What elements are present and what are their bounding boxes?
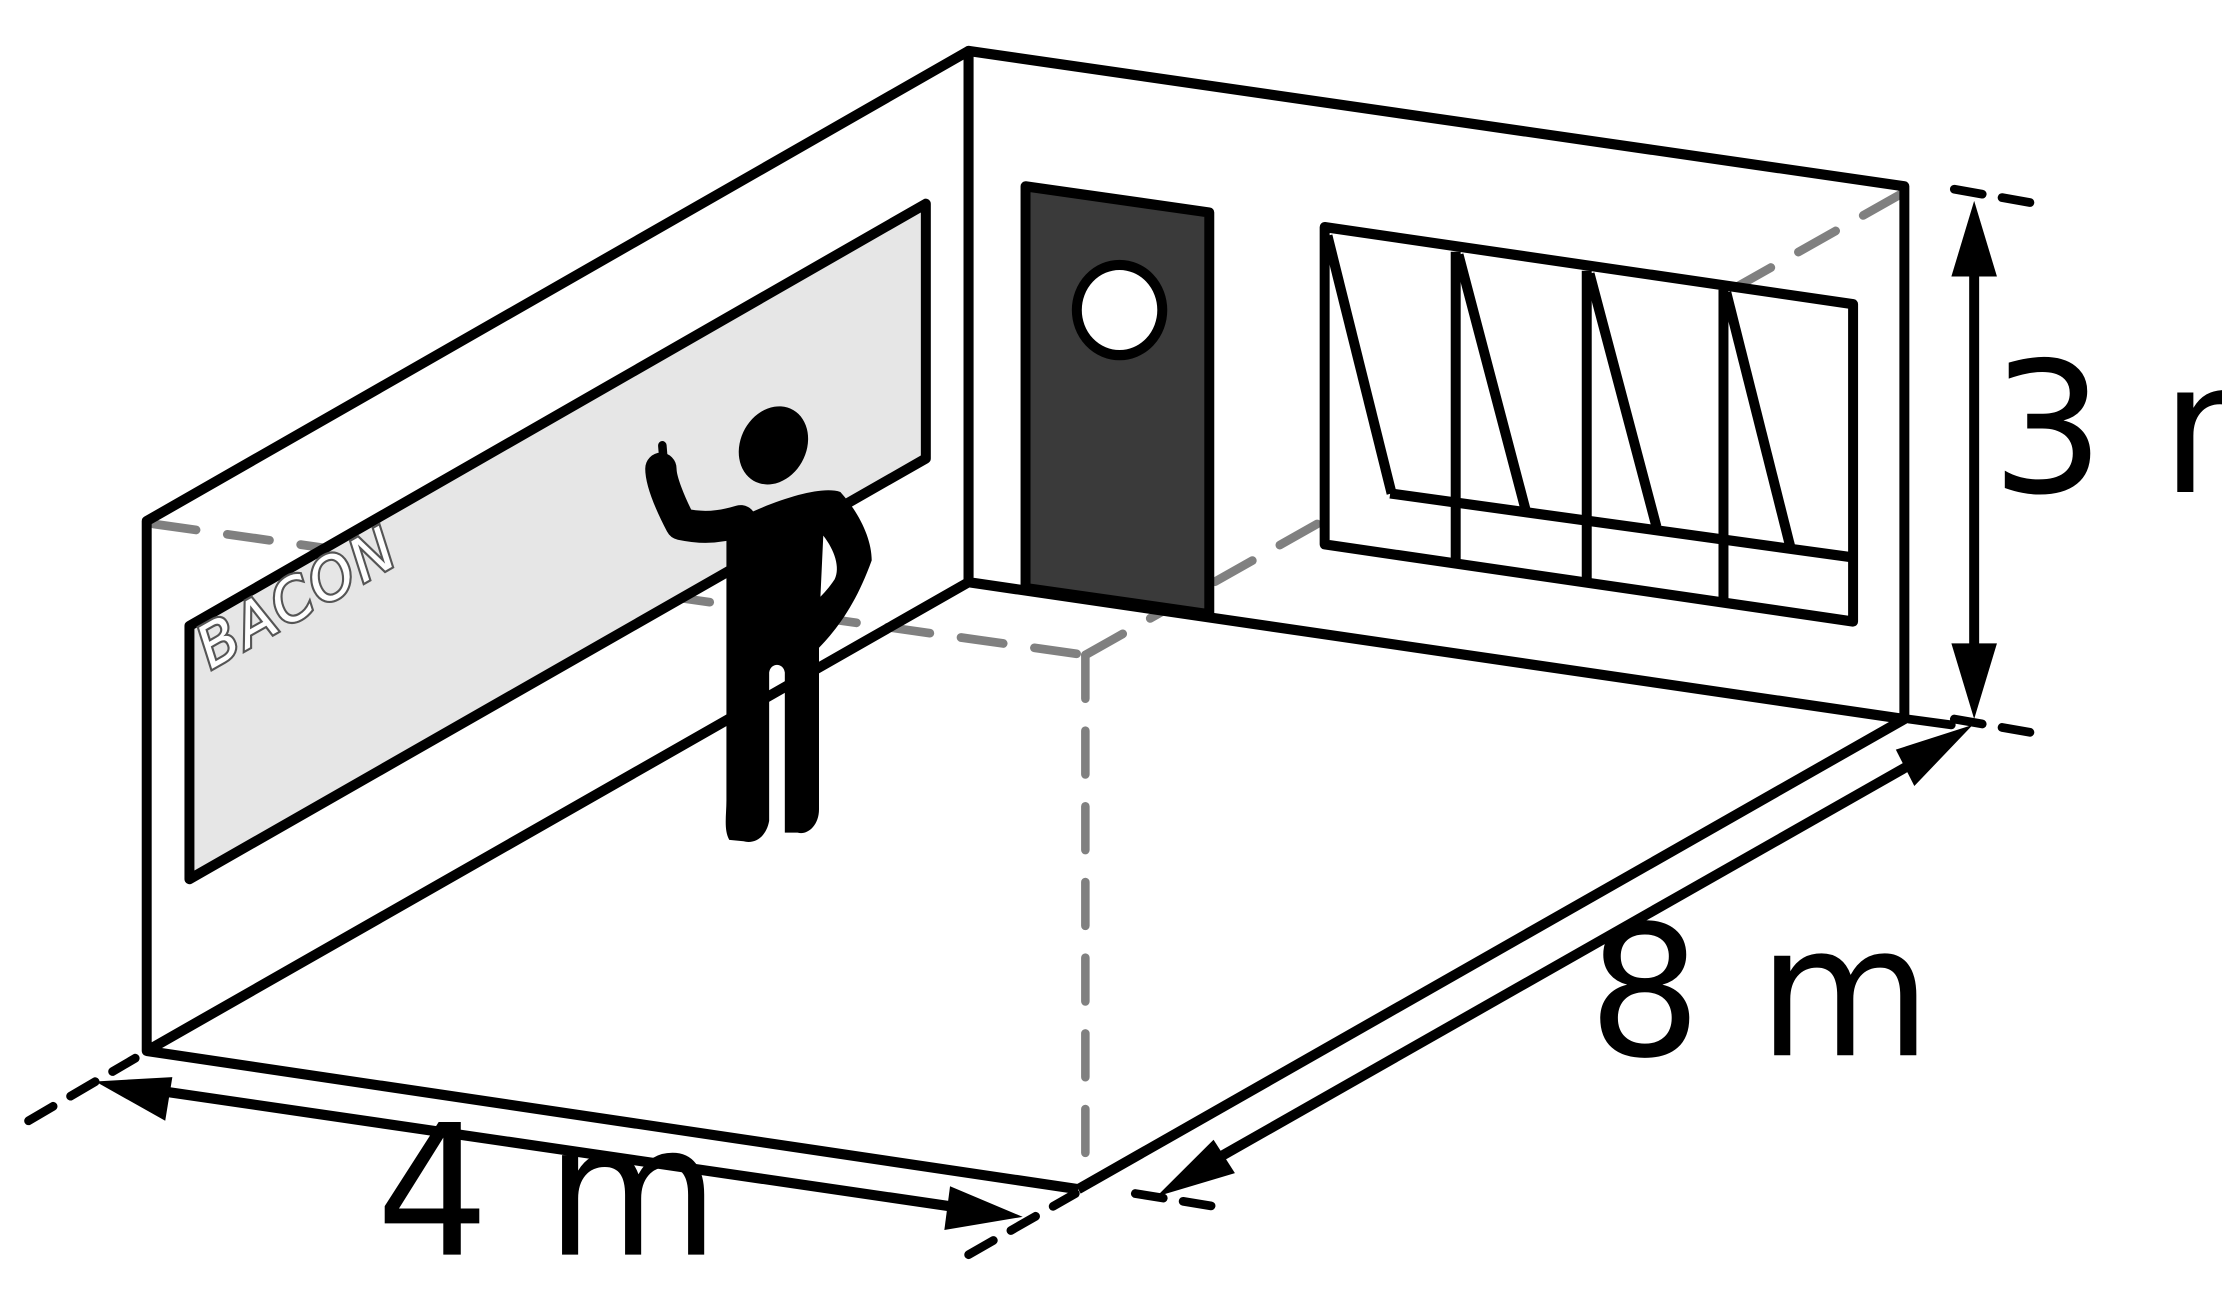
window-pane-diagonal-3 [1584, 272, 1662, 529]
length-extension-near [1130, 1189, 1230, 1213]
window-pane-diagonal-1 [1322, 234, 1397, 495]
length-label: 8 m [1588, 887, 1931, 1098]
person-torso [725, 490, 872, 842]
width-arrowhead-left [95, 1077, 173, 1121]
length-arrowhead-near [1156, 1139, 1235, 1197]
door-window [1071, 259, 1168, 361]
floor-front-edge [145, 1045, 1079, 1195]
width-arrowhead-right [944, 1186, 1023, 1230]
width-extension-left [24, 1053, 140, 1126]
person-head [738, 406, 809, 485]
floor-right-edge [1075, 714, 1907, 1194]
width-extension-right [964, 1189, 1080, 1260]
person-arm-gap [820, 535, 837, 597]
window-sill-line [1389, 488, 1854, 563]
person-figure [645, 406, 872, 842]
length-dimension-line [1194, 746, 1937, 1175]
width-dimension-line [134, 1082, 984, 1217]
height-extension-bottom [1904, 714, 1956, 730]
window [1319, 221, 1859, 627]
person-pointing-finger [658, 441, 669, 468]
width-label: 4 m [376, 1087, 719, 1298]
height-extension-top [1949, 184, 2050, 210]
window-pane-diagonal-4 [1721, 291, 1796, 549]
whiteboard-surface [184, 198, 931, 885]
height-label: 3 m [1991, 324, 2222, 535]
person-raised-arm [645, 452, 757, 543]
height-arrowhead-bottom [1951, 643, 1997, 720]
door [1020, 181, 1215, 620]
height-arrowhead-top [1951, 200, 1997, 277]
dimension-width: 4 m [24, 1053, 1080, 1298]
length-extension-far [1949, 714, 2050, 740]
length-arrowhead-far [1895, 724, 1973, 786]
door-panel [1020, 181, 1215, 620]
dimension-height: 3 m [1904, 184, 2222, 730]
dimension-length: 8 m [1130, 714, 2050, 1213]
window-pane-diagonal-2 [1453, 253, 1531, 511]
